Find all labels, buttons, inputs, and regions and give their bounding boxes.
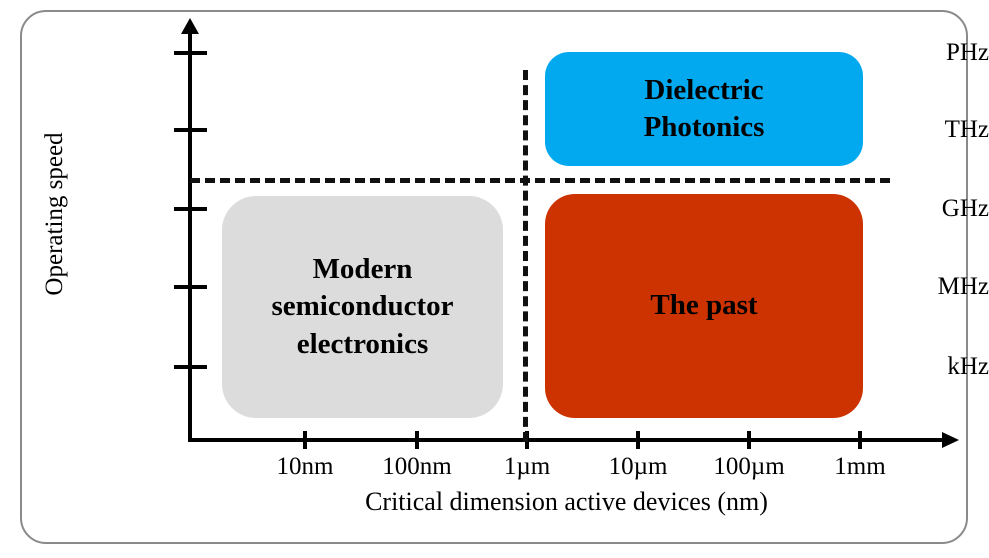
x-tick-10nm [303,431,307,449]
x-tick-1mm [858,431,862,449]
x-axis-title: Critical dimension active devices (nm) [365,487,768,516]
x-axis-arrow-icon [942,432,959,448]
region-label-wrapper: The past [650,287,757,324]
y-axis-title: Operating speed [41,132,68,296]
region-label-wrapper: Modern semiconductor electronics [271,251,453,362]
x-tick-label-1um: 1µm [503,453,551,480]
x-tick-label-100um: 100µm [713,453,785,480]
y-axis-arrow-icon [181,18,199,34]
y-tick-ghz [174,207,207,211]
region-label-line-1: Dielectric [644,73,764,106]
y-axis-line [188,30,192,442]
region-label-line-3: electronics [296,327,429,360]
region-label-wrapper: Dielectric Photonics [644,72,765,146]
figure-frame-border [20,10,968,544]
vertical-divider-dashed-line [523,70,528,442]
x-tick-100um [747,431,751,449]
region-dielectric-photonics: Dielectric Photonics [545,52,863,166]
region-label-line-2: Photonics [643,111,765,143]
region-modern-semiconductor-electronics: Modern semiconductor electronics [222,196,503,418]
x-tick-label-10um: 10µm [608,453,668,480]
y-tick-label-khz: kHz [947,353,989,380]
y-tick-label-mhz: MHz [937,273,989,300]
x-axis-line [188,438,945,442]
y-tick-label-thz: THz [944,116,989,143]
region-label-line-2: semiconductor [271,290,454,323]
x-tick-label-100nm: 100nm [382,453,452,480]
x-tick-100nm [415,431,419,449]
region-label-line-1: The past [650,289,758,322]
x-tick-label-10nm: 10nm [276,453,334,480]
horizontal-divider-dashed-line [190,178,890,183]
x-tick-10um [636,431,640,449]
y-tick-khz [174,365,207,369]
y-tick-mhz [174,285,207,289]
y-tick-thz [174,128,207,132]
y-tick-phz [174,51,207,55]
region-the-past: The past [545,194,863,418]
region-label-line-1: Modern [312,253,413,286]
y-tick-label-ghz: GHz [941,195,989,222]
x-tick-label-1mm: 1mm [834,453,886,480]
y-tick-label-phz: PHz [945,39,989,66]
